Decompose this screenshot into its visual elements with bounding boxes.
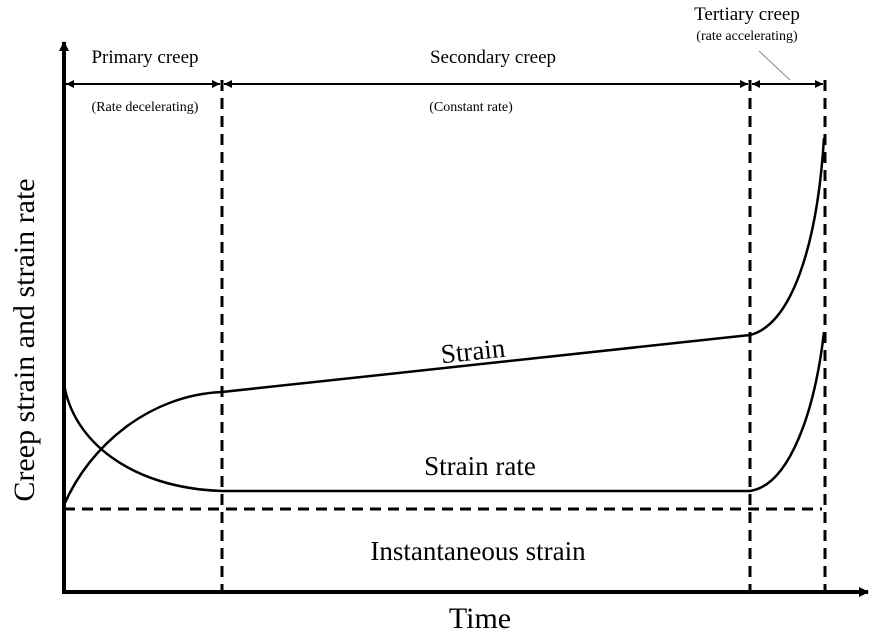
strain-rate-curve: [62, 331, 826, 493]
x-axis-label: Time: [449, 602, 511, 634]
strain-label: Strain: [439, 333, 507, 370]
stage-tertiary-note: (rate accelerating): [696, 29, 798, 44]
y-axis-label: Creep strain and strain rate: [8, 178, 41, 501]
instantaneous-strain-label: Instantaneous strain: [370, 536, 586, 566]
stage-primary-note: (Rate decelerating): [92, 100, 199, 115]
stage-primary-name: Primary creep: [91, 47, 198, 68]
stage-tertiary-name: Tertiary creep: [694, 4, 800, 25]
stage-secondary-name: Secondary creep: [430, 47, 556, 68]
stage-secondary-note: (Constant rate): [429, 100, 513, 115]
strain-rate-label: Strain rate: [424, 451, 536, 481]
tertiary-leader-line: [758, 50, 791, 81]
strain-curve: [62, 137, 826, 506]
